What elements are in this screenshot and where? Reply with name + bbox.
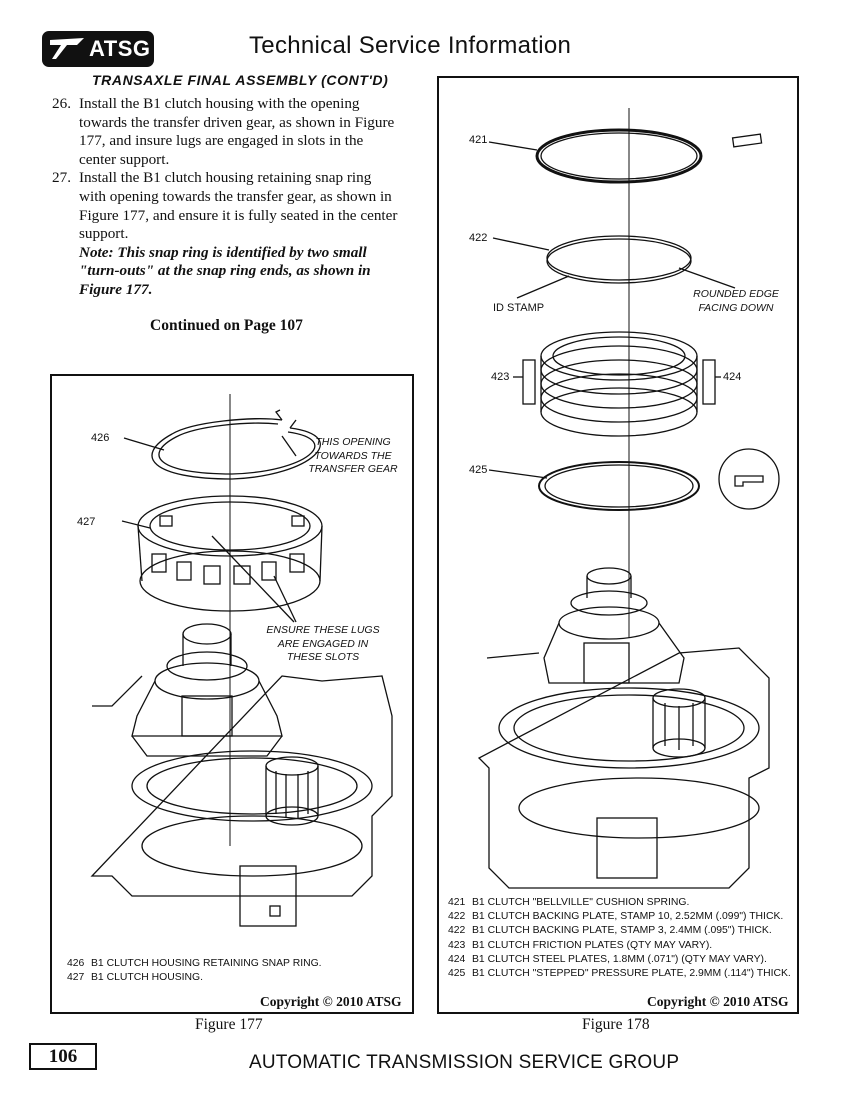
- legend-text: B1 CLUTCH HOUSING.: [91, 972, 204, 984]
- figure-177-legend: 426 B1 CLUTCH HOUSING RETAINING SNAP RING…: [67, 957, 322, 985]
- continued-note: Continued on Page 107: [150, 317, 303, 334]
- legend-num: 422: [448, 925, 466, 937]
- figure-177-illustration: [90, 394, 393, 927]
- logo-arrow-icon: [50, 38, 84, 59]
- legend-num: 423: [448, 939, 466, 951]
- legend-num: 421: [448, 897, 466, 908]
- callout-427: 427: [77, 516, 96, 528]
- legend-row: 422 B1 CLUTCH BACKING PLATE, STAMP 3, 2.4…: [448, 924, 791, 938]
- step-text: Install the B1 clutch housing with the o…: [79, 95, 395, 168]
- copyright: Copyright © 2010 ATSG: [260, 994, 402, 1009]
- page-number: 106: [29, 1043, 97, 1070]
- step-number: 27.: [52, 169, 71, 187]
- callout-422: 422: [469, 232, 488, 244]
- legend-text: B1 CLUTCH "BELLVILLE" CUSHION SPRING.: [472, 897, 690, 908]
- legend-text: B1 CLUTCH STEEL PLATES, 1.8MM (.071") (Q…: [472, 953, 767, 965]
- atsg-logo: ATSG: [42, 31, 154, 67]
- callout-426: 426: [91, 432, 110, 444]
- callout-421: 421: [469, 134, 488, 146]
- legend-num: 422: [448, 911, 466, 923]
- figure-178-illustration: [477, 108, 780, 889]
- figure-177-caption: Figure 177: [195, 1016, 263, 1033]
- legend-text: B1 CLUTCH BACKING PLATE, STAMP 10, 2.52M…: [472, 911, 784, 923]
- callout-424: 424: [723, 371, 742, 383]
- legend-row: 424 B1 CLUTCH STEEL PLATES, 1.8MM (.071")…: [448, 953, 791, 967]
- legend-row: 427 B1 CLUTCH HOUSING.: [67, 971, 322, 985]
- legend-text: B1 CLUTCH BACKING PLATE, STAMP 3, 2.4MM …: [472, 925, 772, 937]
- legend-row: 423 B1 CLUTCH FRICTION PLATES (QTY MAY VA…: [448, 939, 791, 953]
- legend-num: 426: [67, 958, 85, 969]
- callout-opening-note: THIS OPENING TOWARDS THE TRANSFER GEAR: [308, 436, 398, 475]
- legend-num: 427: [67, 972, 85, 984]
- page-title: Technical Service Information: [249, 32, 572, 59]
- legend-text: B1 CLUTCH FRICTION PLATES (QTY MAY VARY)…: [472, 939, 713, 951]
- instructions: 26. Install the B1 clutch housing with t…: [52, 95, 402, 300]
- step-27: 27. Install the B1 clutch housing retain…: [52, 169, 402, 243]
- copyright: Copyright © 2010 ATSG: [647, 994, 789, 1009]
- legend-row: 426 B1 CLUTCH HOUSING RETAINING SNAP RING…: [67, 957, 322, 971]
- figure-178: 421 422 ID STAMP ROUNDED EDGE FACING DOW…: [437, 76, 799, 1014]
- callout-lugs-note: ENSURE THESE LUGS ARE ENGAGED IN THESE S…: [266, 624, 380, 663]
- legend-num: 425: [448, 968, 466, 980]
- legend-num: 424: [448, 953, 466, 965]
- figure-178-caption: Figure 178: [582, 1016, 650, 1033]
- legend-row: 421 B1 CLUTCH "BELLVILLE" CUSHION SPRING.: [448, 896, 791, 910]
- step-text: Install the B1 clutch housing retaining …: [79, 169, 398, 243]
- figure-177: 426 427 THIS OPENING TOWARDS THE TRANSFE…: [50, 374, 414, 1014]
- snap-ring-note: Note: This snap ring is identified by tw…: [79, 243, 371, 298]
- callout-id-stamp: ID STAMP: [493, 302, 545, 314]
- footer-text: AUTOMATIC TRANSMISSION SERVICE GROUP: [249, 1052, 680, 1073]
- section-title: TRANSAXLE FINAL ASSEMBLY (CONT'D): [92, 72, 389, 88]
- logo-text: ATSG: [89, 36, 151, 61]
- legend-text: B1 CLUTCH HOUSING RETAINING SNAP RING.: [91, 958, 322, 969]
- legend-row: 425 B1 CLUTCH "STEPPED" PRESSURE PLATE, 2…: [448, 967, 791, 981]
- figure-178-legend: 421 B1 CLUTCH "BELLVILLE" CUSHION SPRING.…: [448, 896, 791, 981]
- callout-425: 425: [469, 464, 488, 476]
- step-number: 26.: [52, 95, 71, 112]
- step-26: 26. Install the B1 clutch housing with t…: [52, 95, 402, 169]
- legend-text: B1 CLUTCH "STEPPED" PRESSURE PLATE, 2.9M…: [472, 968, 791, 980]
- callout-423: 423: [491, 371, 510, 383]
- callout-rounded-edge: ROUNDED EDGE FACING DOWN: [693, 288, 779, 314]
- legend-row: 422 B1 CLUTCH BACKING PLATE, STAMP 10, 2.…: [448, 910, 791, 924]
